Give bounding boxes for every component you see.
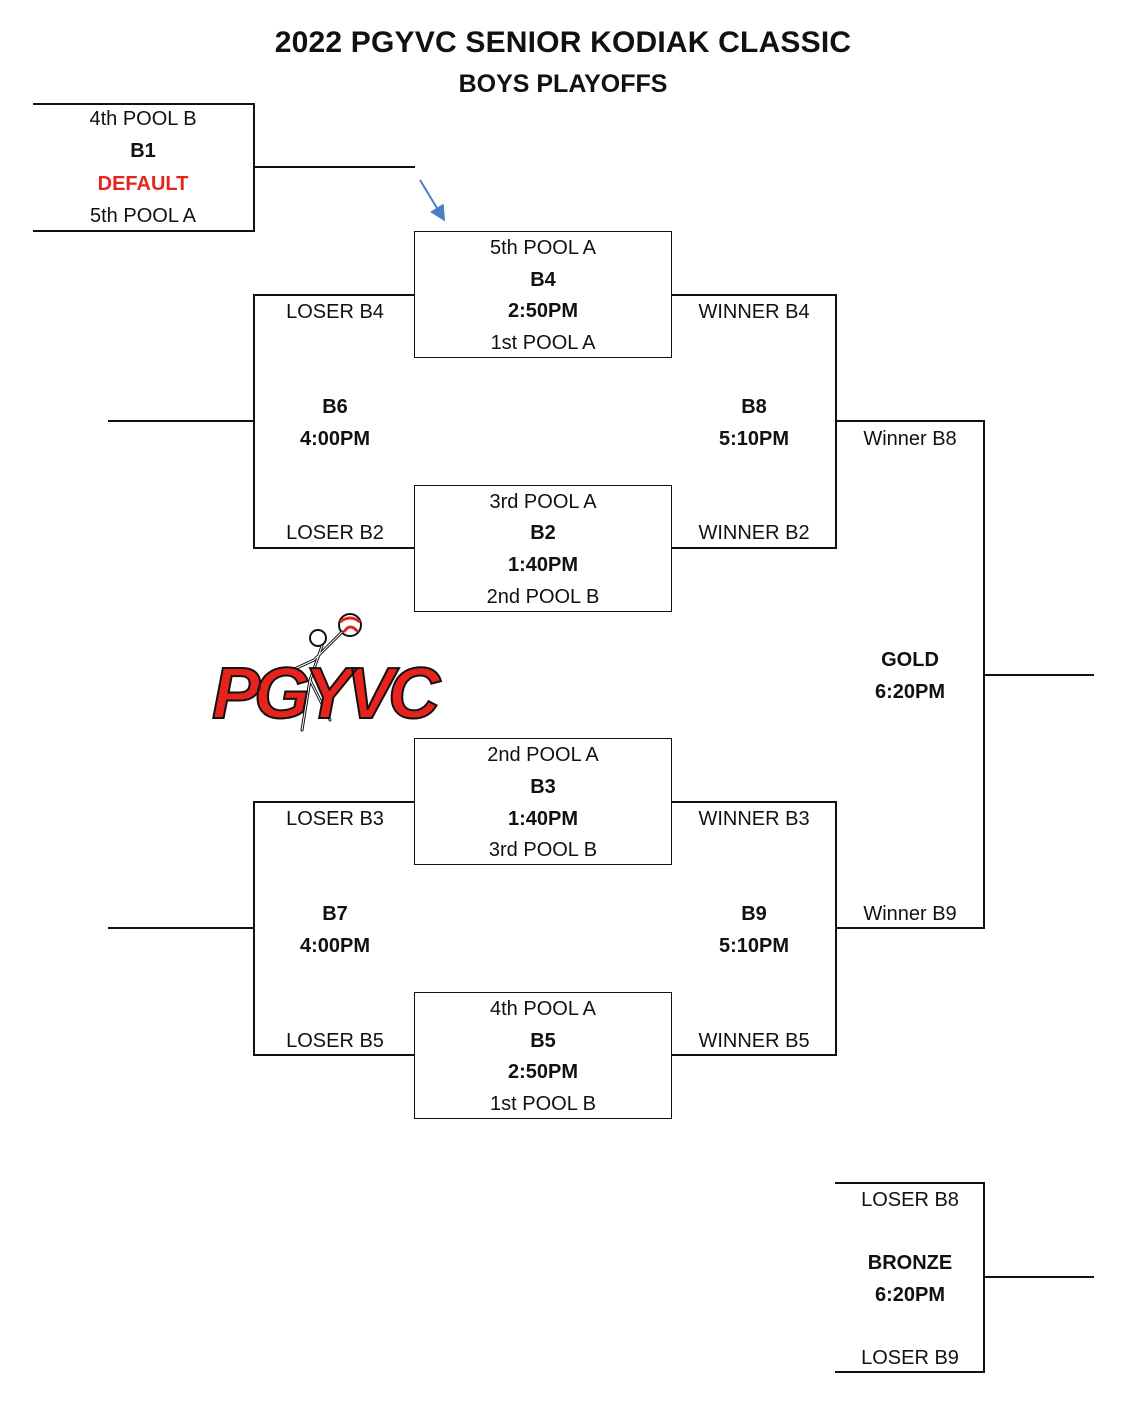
b9-top-line [671,801,837,803]
b4-bottom-team: 1st POOL A [490,332,596,354]
b5-time: 2:50PM [507,1061,579,1083]
b8-game-label: B8 [741,396,767,418]
b7-game-label: B7 [322,903,348,925]
b9-bottom-line [671,1054,837,1056]
gold-top-line [835,420,985,422]
b1-game-label: B1 [130,140,156,162]
b9-game-label: B9 [741,903,767,925]
logo-text: PGYVC [212,654,441,734]
b2-bottom-team: 2nd POOL B [486,586,600,608]
b3-game-label: B3 [530,776,556,798]
b1-top-team: 4th POOL B [89,108,197,130]
b6-top-line [253,294,415,296]
b3-time: 1:40PM [507,808,579,830]
page-subtitle: BOYS PLAYOFFS [458,70,668,98]
b7-top-line [253,801,415,803]
b5-bottom-team: 1st POOL B [490,1093,596,1115]
b6-bottom-line [253,547,415,549]
b3-bottom-team: 3rd POOL B [488,839,598,861]
b6-bottom-team: LOSER B2 [286,522,384,544]
bronze-bottom-team: LOSER B9 [861,1347,959,1369]
b2-time: 1:40PM [507,554,579,576]
b6-out-line [108,420,255,422]
gold-time: 6:20PM [874,681,946,703]
b7-time: 4:00PM [299,935,371,957]
b9-top-team: WINNER B3 [698,808,810,830]
b3-top-team: 2nd POOL A [487,744,599,766]
b7-out-line [108,927,255,929]
b8-bottom-line [671,547,837,549]
b2-top-team: 3rd POOL A [489,491,597,513]
gold-game-label: GOLD [881,649,939,671]
b4-time: 2:50PM [507,300,579,322]
b5-top-team: 4th POOL A [490,998,596,1020]
bronze-bottom-line [835,1371,985,1373]
b4-game-label: B4 [530,269,556,291]
b1-default-label: DEFAULT [97,173,189,195]
b5-game-label: B5 [530,1030,556,1052]
bronze-top-team: LOSER B8 [861,1189,959,1211]
bronze-game-label: BRONZE [867,1252,953,1274]
b9-bottom-team: WINNER B5 [698,1030,810,1052]
b7-bottom-line [253,1054,415,1056]
b8-top-line [671,294,837,296]
b4-top-team: 5th POOL A [490,237,596,259]
gold-top-team: Winner B8 [863,428,957,450]
bronze-out-line [983,1276,1094,1278]
b7-bottom-team: LOSER B5 [286,1030,384,1052]
b1-bottom-line [33,230,255,232]
gold-out-line [983,674,1094,676]
b6-top-team: LOSER B4 [286,301,384,323]
b1-connector-line [253,166,415,168]
bronze-time: 6:20PM [874,1284,946,1306]
gold-bottom-line [835,927,985,929]
b7-top-team: LOSER B3 [286,808,384,830]
b2-game-label: B2 [530,522,556,544]
b1-bottom-team: 5th POOL A [90,205,196,227]
b9-time: 5:10PM [718,935,790,957]
b6-game-label: B6 [322,396,348,418]
b8-bottom-team: WINNER B2 [698,522,810,544]
page-title: 2022 PGYVC SENIOR KODIAK CLASSIC [274,26,852,59]
bronze-top-line [835,1182,985,1184]
b8-time: 5:10PM [718,428,790,450]
b6-time: 4:00PM [299,428,371,450]
b8-top-team: WINNER B4 [698,301,810,323]
gold-bottom-team: Winner B9 [863,903,957,925]
b1-top-line [33,103,255,105]
